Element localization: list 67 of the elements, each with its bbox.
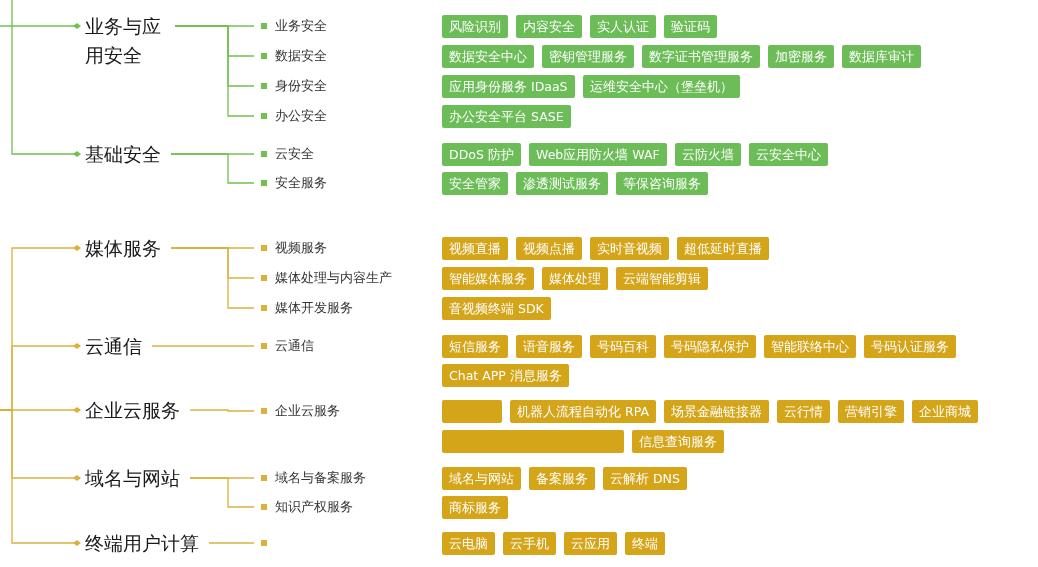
service-tag: 实时音视频: [590, 236, 669, 260]
service-tag: 短信服务: [442, 334, 508, 358]
service-tag: 域名与网站: [442, 466, 521, 490]
service-tag: 数字证书管理服务: [642, 44, 760, 68]
service-tag: 运维安全中心（堡垒机）: [583, 74, 740, 98]
service-tag: 应用身份服务 IDaaS: [442, 74, 575, 98]
service-tag: 云应用: [564, 531, 617, 555]
service-tag: 音视频终端 SDK: [442, 296, 551, 320]
service-tag: 验证码: [664, 14, 717, 38]
service-tag: 智能联络中心: [764, 334, 856, 358]
service-tag: Web应用防火墙 WAF: [529, 142, 667, 166]
service-tag: 实人认证: [590, 14, 656, 38]
category-label: 业务与应用安全: [85, 11, 165, 70]
service-tag: 视频点播: [516, 236, 582, 260]
connector-line: [0, 23, 81, 29]
service-tag: [442, 399, 502, 423]
service-tag: 场景金融链接器: [664, 399, 769, 423]
service-tag: 数据库审计: [842, 44, 921, 68]
service-tag: 安全管家: [442, 171, 508, 195]
connector-line: [11, 0, 81, 157]
service-tag: 营销引擎: [838, 399, 904, 423]
category-label: 媒体服务: [85, 233, 161, 263]
tree-line: [170, 153, 255, 184]
service-tag: 号码认证服务: [864, 334, 956, 358]
service-tag: [442, 429, 624, 453]
tree-line: [189, 477, 255, 508]
service-tag: 超低延时直播: [677, 236, 769, 260]
service-tag: 等保咨询服务: [616, 171, 708, 195]
service-tag: 备案服务: [529, 466, 595, 490]
tree-line: [151, 345, 255, 347]
category-label: 域名与网站: [85, 463, 180, 493]
service-tag: 语音服务: [516, 334, 582, 358]
service-tag: 视频直播: [442, 236, 508, 260]
service-tag: 风险识别: [442, 14, 508, 38]
service-tag: 智能媒体服务: [442, 266, 534, 290]
category-label: 企业云服务: [85, 395, 180, 425]
connector-line: [0, 409, 81, 546]
service-tag: 渗透测试服务: [516, 171, 608, 195]
service-tag: 云安全中心: [749, 142, 828, 166]
service-tag: 办公安全平台 SASE: [442, 104, 571, 128]
service-tag: 云端智能剪辑: [616, 266, 708, 290]
service-tag: 数据安全中心: [442, 44, 534, 68]
service-tag: 加密服务: [768, 44, 834, 68]
service-tag: 云防火墙: [675, 142, 741, 166]
service-tag: 云解析 DNS: [603, 466, 687, 490]
service-tag: 机器人流程自动化 RPA: [510, 399, 656, 423]
tree-line: [174, 25, 255, 117]
service-tag: DDoS 防护: [442, 142, 521, 166]
service-tag: 云电脑: [442, 531, 495, 555]
service-tag: 内容安全: [516, 14, 582, 38]
service-tag: 信息查询服务: [632, 429, 724, 453]
tree-line: [208, 542, 255, 544]
service-tag: 媒体处理: [542, 266, 608, 290]
service-tag: 密钥管理服务: [542, 44, 634, 68]
category-label: 基础安全: [85, 139, 161, 169]
tree-line: [189, 409, 255, 412]
service-tag: 号码百科: [590, 334, 656, 358]
service-tag: 云行情: [777, 399, 830, 423]
tree-line: [170, 247, 255, 309]
service-tag: 终端: [625, 531, 665, 555]
category-label: 终端用户计算: [85, 528, 199, 558]
service-tag: 号码隐私保护: [664, 334, 756, 358]
service-tag: Chat APP 消息服务: [442, 363, 569, 387]
service-tag: 商标服务: [442, 495, 508, 519]
service-tag: 企业商城: [912, 399, 978, 423]
service-tag: 云手机: [503, 531, 556, 555]
category-label: 云通信: [85, 331, 142, 361]
